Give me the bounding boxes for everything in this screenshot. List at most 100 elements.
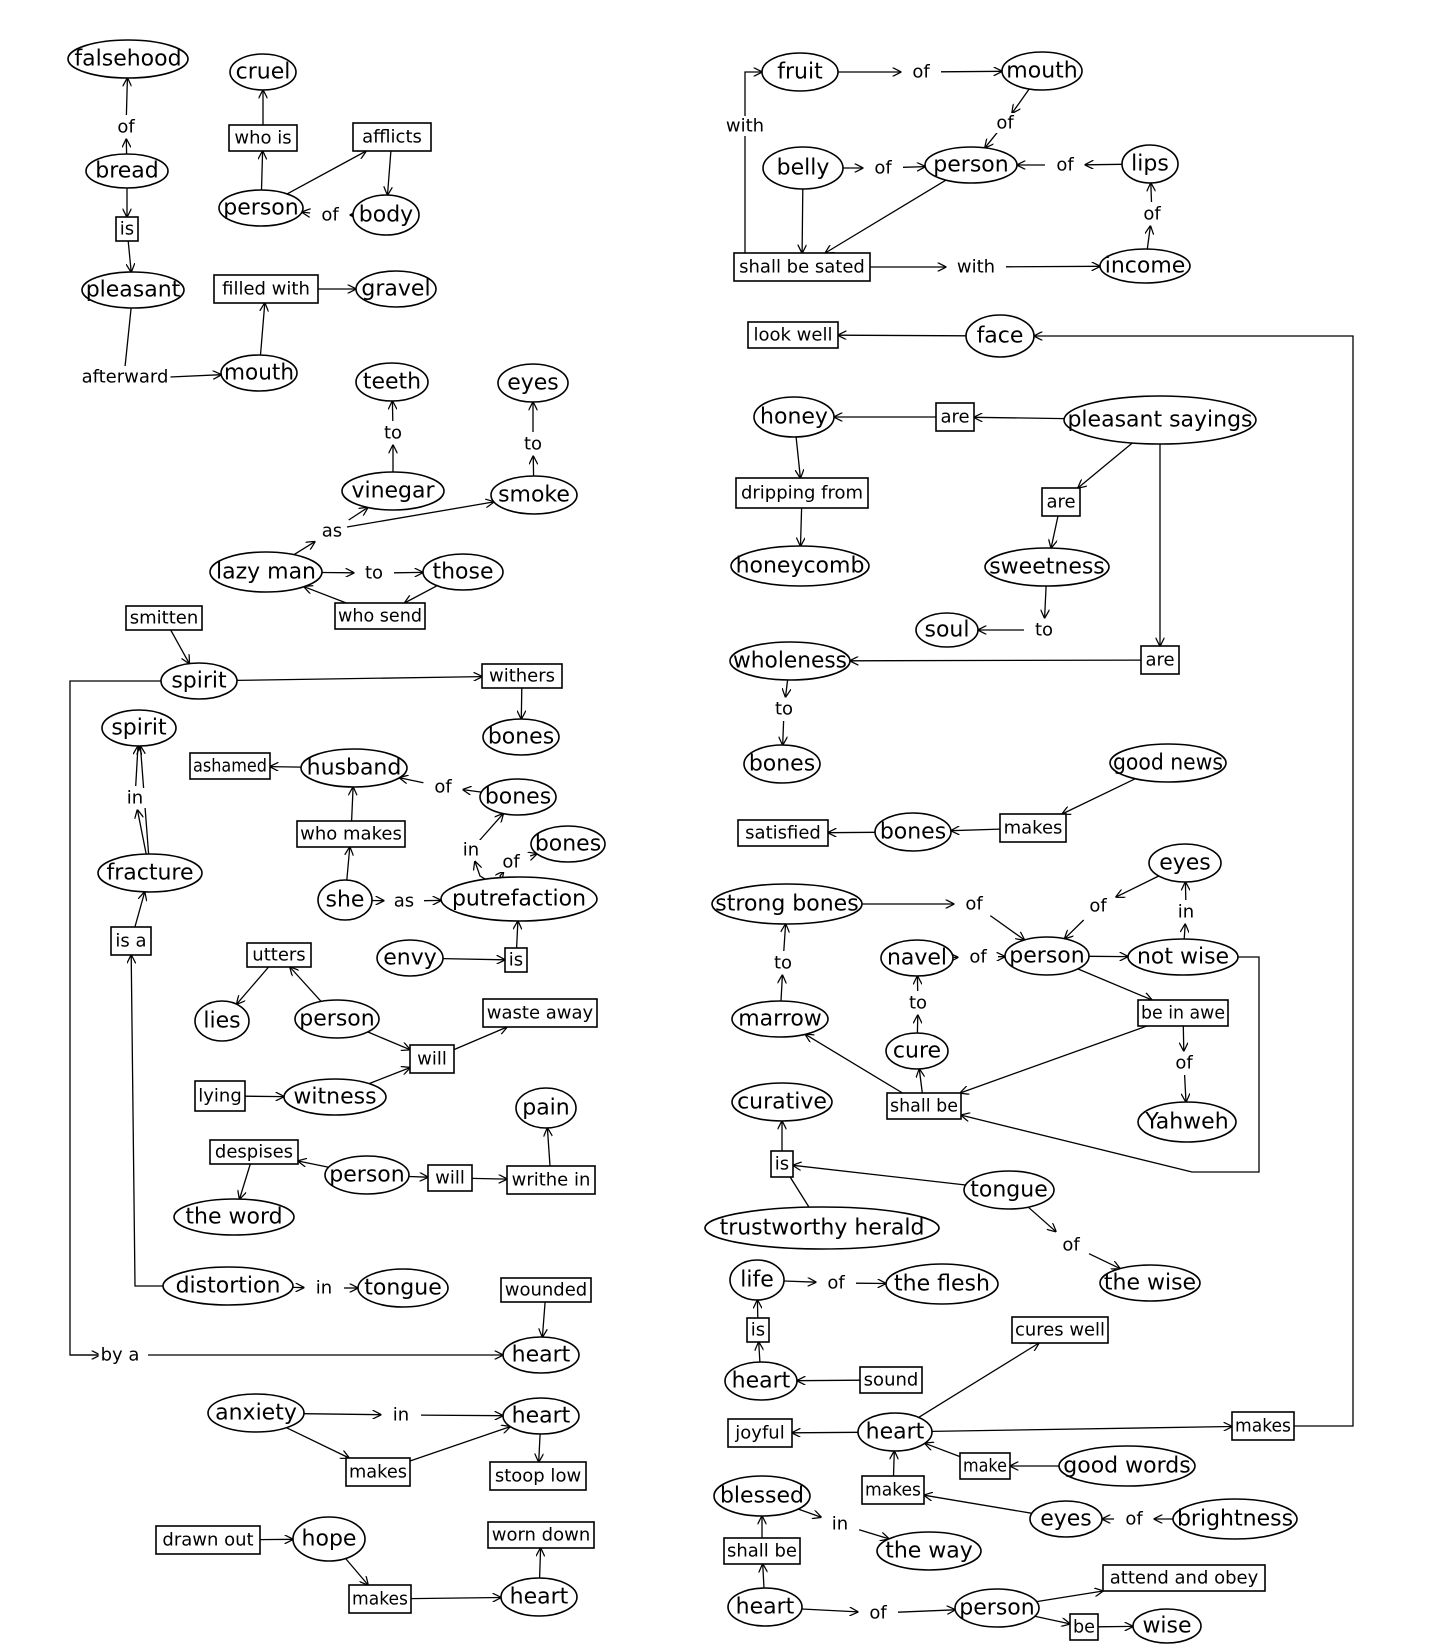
edge-person_d-despises (298, 1161, 329, 1168)
edge-label-of: of (114, 117, 138, 138)
edge-person_c-afflicts (286, 151, 366, 195)
node-makes-gn: makes (999, 813, 1067, 843)
node-bya: by a (98, 1344, 142, 1366)
node-label: mouth (224, 361, 294, 386)
node-label: fracture (106, 861, 193, 886)
node-makes-e: makes (861, 1475, 925, 1505)
node-label: bread (95, 159, 159, 184)
node-label: good words (1063, 1454, 1190, 1479)
node-label: bones (485, 785, 551, 810)
node-label: who makes (300, 824, 402, 845)
edge-label-text: to (1035, 620, 1053, 641)
node-joyful: joyful (727, 1418, 793, 1448)
edge-writhein-pain (547, 1128, 550, 1167)
edge-drippingfrom-honeycomb (801, 507, 802, 546)
edge-eyes_b-makes_e (924, 1495, 1033, 1514)
edge-life-of_lf (783, 1281, 816, 1282)
node-label: Yahweh (1144, 1110, 1228, 1135)
node-label: husband (307, 756, 402, 781)
node-lookwell: look well (747, 321, 839, 349)
node-label: gravel (361, 277, 430, 302)
node-heart-b: heart (727, 1587, 803, 1627)
node-whois: who is (228, 124, 298, 152)
node-label: distortion (176, 1274, 281, 1299)
node-vinegar: vinegar (341, 471, 445, 511)
node-pain: pain (515, 1087, 577, 1129)
node-witness: witness (283, 1078, 387, 1116)
edge-of_fb-falsehood (126, 78, 127, 116)
node-label: smoke (498, 483, 570, 508)
node-label: utters (252, 945, 305, 966)
edge-label-to: to (362, 563, 386, 584)
node-label: stoop low (495, 1466, 581, 1487)
node-spirit1: spirit (160, 662, 238, 700)
node-will-d: will (427, 1164, 473, 1192)
node-label: she (326, 888, 365, 913)
node-goodnews: good news (1109, 743, 1227, 783)
node-label: ashamed (193, 756, 267, 777)
node-label: is (509, 950, 523, 971)
node-label: afterward (82, 367, 169, 388)
edge-heart_b-shallbe_b (763, 1564, 764, 1589)
edge-pleasantsayings-are_s (1078, 442, 1133, 488)
node-label: bones (488, 725, 554, 750)
node-label: spirit (111, 716, 167, 741)
edge-label-of: of (824, 1273, 848, 1294)
edge-wounded-heart_w (542, 1301, 545, 1337)
node-label: drawn out (162, 1530, 253, 1551)
node-cureswell: cures well (1011, 1316, 1109, 1344)
node-fracture: fracture (97, 853, 203, 893)
node-shallbe-c: shall be (886, 1092, 962, 1120)
node-label: trustworthy herald (720, 1216, 925, 1241)
edge-distortion-isa (131, 955, 163, 1287)
node-label: fruit (777, 60, 823, 85)
node-putrefaction: putrefaction (440, 876, 598, 922)
node-anxiety: anxiety (207, 1393, 305, 1433)
edge-is_bread-pleasant_l (128, 240, 131, 272)
node-wise: wise (1132, 1608, 1202, 1644)
node-label: is (751, 1320, 765, 1341)
node-cure: cure (885, 1032, 949, 1070)
node-ashamed: ashamed (189, 752, 271, 780)
edge-whomakes-husband (352, 787, 354, 822)
edge-notwise-shallbe_c (961, 956, 1260, 1173)
node-label: tongue (970, 1178, 1047, 1203)
edge-label-in: in (312, 1278, 336, 1299)
edge-honey-drippingfrom (796, 436, 800, 478)
node-drawnout: drawn out (155, 1525, 261, 1555)
edge-label-to: to (381, 423, 405, 444)
edge-makes_e-heart_j (894, 1451, 895, 1477)
edge-label-text: of (912, 62, 930, 83)
edge-label-of: of (1122, 1509, 1146, 1530)
edge-label-text: of (965, 894, 983, 915)
node-body: body (352, 194, 420, 236)
edge-heart_b-of_hp (801, 1609, 858, 1612)
edge-label-in: in (459, 840, 483, 861)
node-label: mouth (1006, 59, 1077, 84)
edge-label-text: of (1175, 1053, 1193, 1074)
node-person-b: person (954, 1588, 1040, 1628)
edge-are_w-wholeness (850, 660, 1142, 661)
node-label: honey (760, 405, 828, 430)
node-label: makes (1235, 1416, 1291, 1437)
node-label: sound (864, 1370, 919, 1391)
edge-pt-mouth_l (169, 375, 221, 377)
node-goodwords: good words (1058, 1445, 1196, 1487)
edge-label-text: of (502, 852, 520, 873)
node-label: those (432, 560, 493, 585)
edge-wholeness-to_wb (786, 679, 788, 697)
node-makes-a: makes (345, 1457, 411, 1487)
edge-label-of: of (909, 62, 933, 83)
node-label: heart (512, 1343, 571, 1368)
node-life: life (729, 1259, 785, 1301)
node-label: the way (885, 1539, 973, 1564)
node-utters: utters (246, 942, 312, 968)
node-bones-gn: bones (874, 812, 952, 852)
edge-makes_a-heart_a (409, 1427, 510, 1462)
node-label: filled with (222, 279, 310, 300)
edge-of_bp2-person_r (902, 167, 925, 168)
node-soul: soul (915, 612, 979, 648)
node-label: attend and obey (1110, 1568, 1259, 1589)
edge-of_pb-person_c (302, 212, 310, 213)
node-label: is a (115, 931, 146, 952)
